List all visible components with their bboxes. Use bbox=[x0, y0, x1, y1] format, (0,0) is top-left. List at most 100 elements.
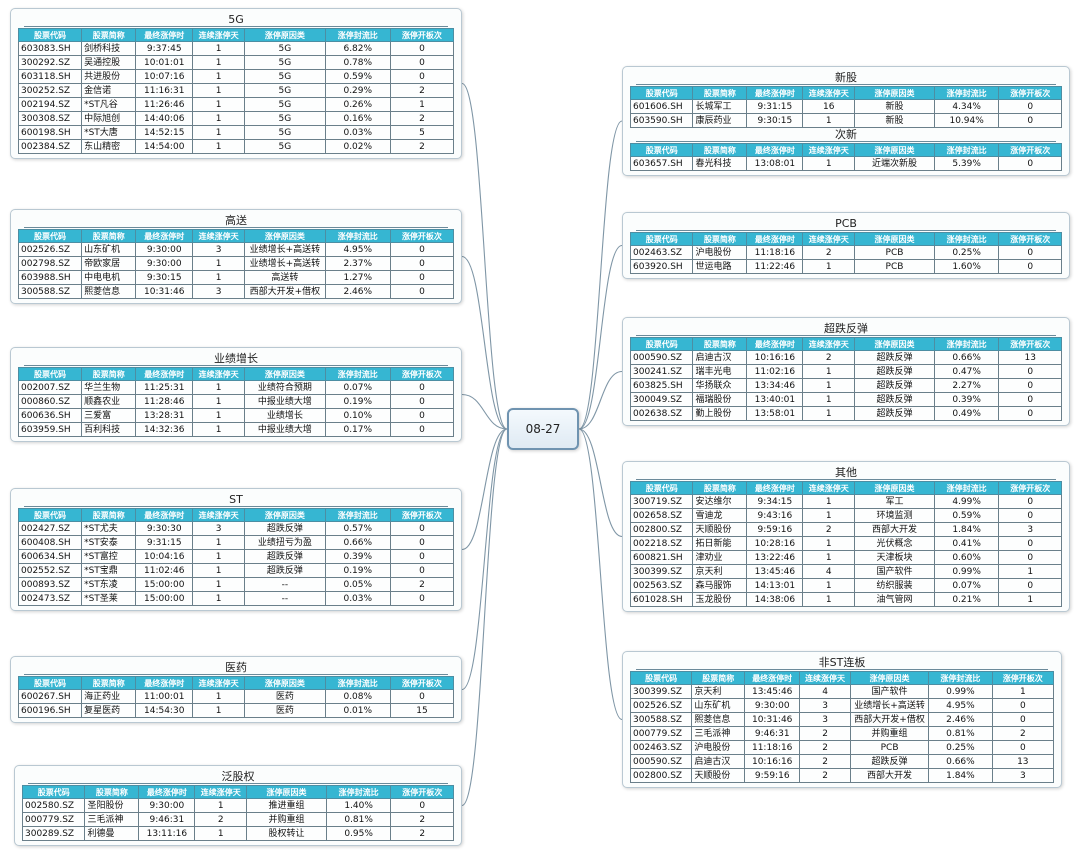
table-cell: 11:02:16 bbox=[746, 364, 804, 379]
table-cell: 三毛派神 bbox=[691, 726, 746, 741]
table-cell: 0.21% bbox=[933, 592, 1000, 607]
table-cell: 0.66% bbox=[324, 535, 391, 550]
table-cell: 1 bbox=[191, 69, 246, 84]
table-cell: 3 bbox=[998, 522, 1062, 537]
table-cell: 0.07% bbox=[324, 380, 391, 395]
table-cell: 002473.SZ bbox=[17, 591, 83, 606]
table-cell: 600821.SH bbox=[629, 550, 694, 565]
center-label: 08-27 bbox=[525, 422, 561, 436]
table-cell: 1 bbox=[191, 689, 246, 704]
table-cell: 0.16% bbox=[324, 111, 391, 126]
column-header: 最终涨停时 bbox=[746, 143, 804, 157]
table-cell: 13 bbox=[998, 350, 1062, 365]
table-header-row: 股票代码股票简称最终涨停时连续涨停天涨停原因类涨停封流比涨停开板次 bbox=[17, 508, 455, 522]
table-cell: 600196.SH bbox=[17, 703, 83, 718]
table-cell: 0.78% bbox=[324, 55, 391, 70]
center-node[interactable]: 08-27 bbox=[507, 408, 579, 450]
table-cell: 10:16:16 bbox=[746, 350, 804, 365]
table-cell: 0 bbox=[998, 113, 1062, 128]
column-header: 最终涨停时 bbox=[746, 337, 804, 351]
column-header: 股票代码 bbox=[17, 508, 83, 522]
column-header: 连续涨停天 bbox=[191, 28, 246, 42]
column-header: 股票简称 bbox=[692, 143, 748, 157]
table-cell: 业绩扭亏为盈 bbox=[244, 535, 326, 550]
table-cell: 1 bbox=[191, 549, 246, 564]
table-cell: 4.95% bbox=[928, 698, 993, 713]
column-header: 股票简称 bbox=[81, 28, 137, 42]
table-cell: 9:30:15 bbox=[135, 270, 193, 285]
table-cell: 业绩增长+高送转 bbox=[244, 242, 326, 257]
table-cell: 0.39% bbox=[324, 549, 391, 564]
topic-title: 超跌反弹 bbox=[636, 322, 1056, 336]
table-cell: 2 bbox=[389, 577, 455, 592]
table-cell: 15 bbox=[389, 703, 455, 718]
table-cell: *ST东凌 bbox=[81, 577, 137, 592]
column-header: 最终涨停时 bbox=[744, 671, 801, 685]
table-cell: 超跌反弹 bbox=[854, 350, 935, 365]
table-cell: *ST凡谷 bbox=[81, 97, 137, 112]
table-cell: 0.81% bbox=[928, 726, 993, 741]
topic-title: 泛股权 bbox=[28, 770, 448, 784]
table-cell: 医药 bbox=[244, 689, 326, 704]
table-cell: 并购重组 bbox=[849, 726, 930, 741]
connector-nfst bbox=[578, 428, 623, 721]
table-cell: 0 bbox=[389, 41, 455, 56]
table-cell: 雪迪龙 bbox=[692, 508, 748, 523]
table-cell: 中报业绩大增 bbox=[244, 422, 326, 437]
column-header: 涨停封流比 bbox=[324, 676, 391, 690]
table-cell: 1 bbox=[191, 422, 246, 437]
table-cell: 0.02% bbox=[324, 139, 391, 154]
column-header: 股票代码 bbox=[629, 143, 694, 157]
column-header: 涨停开板次 bbox=[998, 143, 1062, 157]
table-cell: 圣阳股份 bbox=[84, 798, 140, 813]
table-cell: 0 bbox=[389, 549, 455, 564]
table-cell: 1 bbox=[191, 125, 246, 140]
table-cell: 5G bbox=[244, 97, 326, 112]
table-cell: 603988.SH bbox=[17, 270, 83, 285]
table-cell: 复星医药 bbox=[81, 703, 137, 718]
table-cell: 0.66% bbox=[928, 754, 993, 769]
table-cell: 超跌反弹 bbox=[854, 406, 935, 421]
table-cell: 16 bbox=[802, 99, 856, 114]
column-header: 股票代码 bbox=[629, 86, 694, 100]
table-cell: 601606.SH bbox=[629, 99, 694, 114]
connector-nfg bbox=[461, 428, 508, 807]
table-cell: 海正药业 bbox=[81, 689, 137, 704]
table-cell: 000779.SZ bbox=[629, 726, 693, 741]
table-cell: 5G bbox=[244, 125, 326, 140]
table-cell: 熙菱信息 bbox=[691, 712, 746, 727]
table-cell: 天顺股份 bbox=[691, 768, 746, 783]
column-header: 连续涨停天 bbox=[191, 676, 246, 690]
column-header: 连续涨停天 bbox=[191, 367, 246, 381]
table-cell: 天顺股份 bbox=[692, 522, 748, 537]
table-cell: 0 bbox=[389, 256, 455, 271]
table-cell: 300588.SZ bbox=[17, 284, 83, 299]
table-cell: 1 bbox=[191, 97, 246, 112]
table-cell: 3 bbox=[191, 284, 246, 299]
table-cell: 300399.SZ bbox=[629, 684, 693, 699]
column-header: 连续涨停天 bbox=[191, 508, 246, 522]
table-cell: 2.37% bbox=[324, 256, 391, 271]
